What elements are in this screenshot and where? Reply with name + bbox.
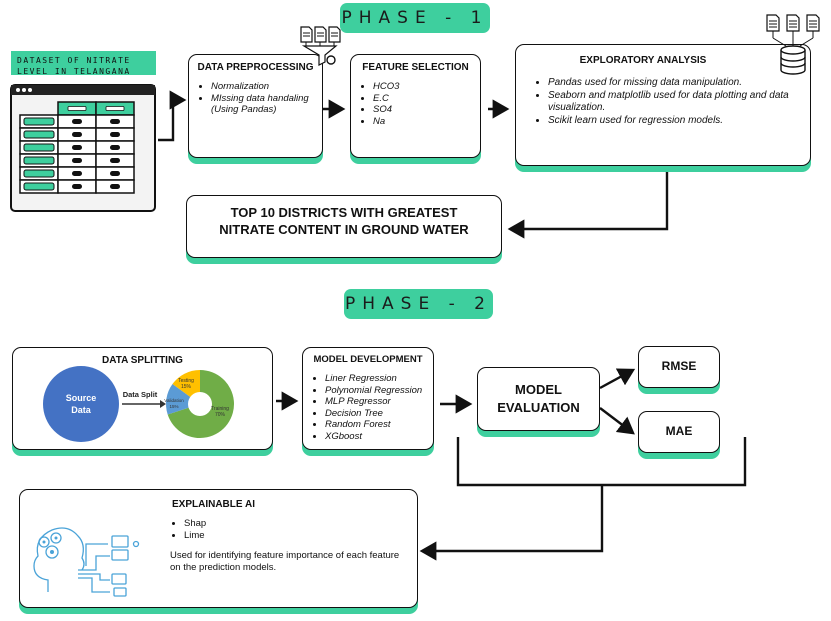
mae-label: MAE bbox=[665, 424, 693, 438]
sheet-row-header bbox=[23, 169, 55, 178]
feature-selection-title: FEATURE SELECTION bbox=[362, 62, 469, 73]
training-label: Training bbox=[211, 406, 229, 412]
list-item: Random Forest bbox=[325, 419, 447, 431]
sheet-row-header bbox=[23, 156, 55, 165]
training-pct: 70% bbox=[215, 412, 226, 418]
testing-label: Testing bbox=[178, 378, 194, 384]
sheet-cell-dot bbox=[110, 145, 120, 150]
list-item: Decision Tree bbox=[325, 408, 447, 420]
data-split-label: Data Split bbox=[123, 390, 158, 399]
sheet-cell-dot bbox=[72, 145, 82, 150]
model-development-list: Liner Regression Polynomial Regression M… bbox=[311, 373, 447, 442]
sheet-row-header bbox=[23, 117, 55, 126]
exploratory-analysis-list: Pandas used for missing data manipulatio… bbox=[534, 77, 820, 127]
sheet-cell-dot bbox=[72, 158, 82, 163]
model-development-title: MODEL DEVELOPMENT bbox=[313, 354, 423, 365]
list-item: E.C bbox=[373, 93, 488, 105]
rmse-label: RMSE bbox=[661, 359, 697, 373]
arrow-evaluation-to-mae bbox=[599, 407, 635, 435]
feature-selection-list: HCO3 E.C SO4 Na bbox=[359, 81, 488, 127]
list-item: SO4 bbox=[373, 104, 488, 116]
data-preprocessing-box: DATA PREPROCESSING Normalization MIssing… bbox=[188, 54, 323, 158]
list-item: HCO3 bbox=[373, 81, 488, 93]
sheet-cell-dot bbox=[110, 158, 120, 163]
rmse-box: RMSE bbox=[638, 346, 720, 388]
sheet-cell-dot bbox=[110, 132, 120, 137]
source-data-circle bbox=[43, 366, 119, 442]
sheet-row-header bbox=[23, 143, 55, 152]
list-item: Normalization bbox=[211, 81, 333, 93]
exploratory-analysis-box: EXPLORATORY ANALYSIS Pandas used for mis… bbox=[515, 44, 811, 166]
sheet-header-bar bbox=[105, 106, 125, 111]
list-item: XGboost bbox=[325, 431, 447, 443]
list-item: Na bbox=[373, 116, 488, 128]
sheet-cell-dot bbox=[110, 171, 120, 176]
source-data-line-1: Source bbox=[66, 393, 97, 403]
arrow-exploratory-to-top10 bbox=[507, 166, 669, 239]
list-item: Shap bbox=[184, 518, 304, 530]
mae-box: MAE bbox=[638, 411, 720, 453]
sheet-cell-dot bbox=[72, 184, 82, 189]
list-item: Liner Regression bbox=[325, 373, 447, 385]
source-data-line-2: Data bbox=[71, 405, 92, 415]
arrow-bracket-to-xai bbox=[419, 485, 604, 561]
list-item: Polynomial Regression bbox=[325, 385, 447, 397]
model-evaluation-line-2: EVALUATION bbox=[497, 400, 580, 415]
data-split-graphic: Source Data Data Split Testing 15% Valid… bbox=[43, 366, 235, 442]
document-funnel-icon bbox=[300, 26, 341, 66]
top-10-districts-box: TOP 10 DISTRICTS WITH GREATEST NITRATE C… bbox=[186, 195, 502, 258]
sheet-header-bar bbox=[67, 106, 87, 111]
data-splitting-title: DATA SPLITTING bbox=[102, 355, 183, 366]
exploratory-analysis-title: EXPLORATORY ANALYSIS bbox=[579, 55, 707, 66]
phase-2-label: PHASE - 2 bbox=[345, 294, 492, 314]
sheet-cell-dot bbox=[110, 184, 120, 189]
sheet-row-header bbox=[23, 182, 55, 191]
dataset-label: DATASET OF NITRATE LEVEL IN TELANGANA bbox=[11, 51, 156, 76]
sheet-cell-dot bbox=[72, 119, 82, 124]
testing-pct: 15% bbox=[181, 384, 192, 390]
feature-selection-box: FEATURE SELECTION HCO3 E.C SO4 Na bbox=[350, 54, 481, 158]
list-item: Seaborn and matplotlib used for data plo… bbox=[548, 90, 820, 115]
list-item: Lime bbox=[184, 530, 304, 542]
explainable-ai-box: EXPLAINABLE AI Shap Lime Used for identi… bbox=[19, 489, 418, 608]
explainable-ai-title: EXPLAINABLE AI bbox=[172, 499, 255, 510]
sheet-cell-dot bbox=[110, 119, 120, 124]
database-icon bbox=[766, 14, 820, 75]
ai-brain-icon bbox=[33, 527, 140, 597]
model-evaluation-line-1: MODEL bbox=[515, 382, 562, 397]
arrow-evaluation-to-rmse bbox=[599, 368, 636, 390]
phase-2-banner: PHASE - 2 bbox=[344, 289, 493, 319]
list-item: MIssing data handaling (Using Pandas) bbox=[211, 93, 333, 116]
spreadsheet-icon bbox=[10, 84, 156, 212]
arrow-dataset-to-preprocessing bbox=[158, 90, 187, 142]
data-preprocessing-title: DATA PREPROCESSING bbox=[197, 62, 314, 73]
model-development-box: MODEL DEVELOPMENT Liner Regression Polyn… bbox=[302, 347, 434, 450]
validation-slice bbox=[166, 384, 200, 415]
sheet-row-header bbox=[23, 130, 55, 139]
validation-pct: 15% bbox=[169, 404, 178, 409]
explainable-ai-description: Used for identifying feature importance … bbox=[170, 550, 400, 573]
phase-1-banner: PHASE - 1 bbox=[340, 3, 490, 33]
validation-label: Validation bbox=[164, 398, 184, 403]
phase-1-label: PHASE - 1 bbox=[341, 8, 489, 28]
list-item: Scikit learn used for regression models. bbox=[548, 115, 820, 128]
list-item: Pandas used for missing data manipulatio… bbox=[548, 77, 820, 90]
sheet-cell-dot bbox=[72, 132, 82, 137]
model-evaluation-box: MODEL EVALUATION bbox=[477, 367, 600, 431]
data-preprocessing-list: Normalization MIssing data handaling (Us… bbox=[197, 81, 333, 116]
list-item: MLP Regressor bbox=[325, 396, 447, 408]
explainable-ai-list: Shap Lime bbox=[170, 518, 304, 542]
top-10-line-1: TOP 10 DISTRICTS WITH GREATEST bbox=[230, 205, 458, 220]
sheet-cell-dot bbox=[72, 171, 82, 176]
top-10-line-2: NITRATE CONTENT IN GROUND WATER bbox=[219, 222, 469, 237]
